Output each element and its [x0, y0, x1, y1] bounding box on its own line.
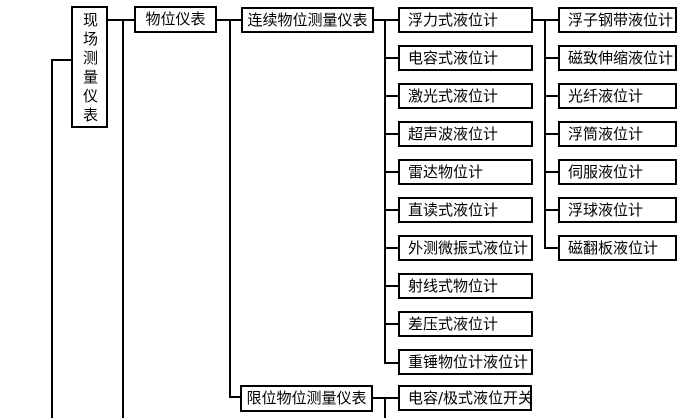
node-heavy-hammer-level-gauge: 重锤物位计液位计 — [398, 349, 533, 375]
connector-continuous-children-trunk — [384, 19, 386, 364]
connector-stub — [384, 209, 398, 211]
node-buoyancy-level-gauge: 浮力式液位计 — [398, 7, 533, 33]
connector-stub — [544, 247, 558, 249]
connector-level-children-trunk — [229, 19, 231, 398]
connector-root-children-trunk — [122, 19, 124, 418]
node-laser-level-gauge: 激光式液位计 — [398, 83, 533, 109]
connector-limit-children-trunk — [384, 397, 386, 418]
node-magnetic-flap-level-gauge: 磁翻板液位计 — [558, 235, 677, 261]
node-field-measurement-instruments: 现场测量仪表 — [71, 6, 108, 128]
node-float-ball-level-gauge: 浮球液位计 — [558, 197, 677, 223]
node-capacitance-level-gauge: 电容式液位计 — [398, 45, 533, 71]
connector-root-left-elbow — [51, 59, 71, 61]
connector-stub — [384, 323, 398, 325]
connector-stub — [384, 285, 398, 287]
node-differential-pressure-level-gauge: 差压式液位计 — [398, 311, 533, 337]
connector-stub — [544, 133, 558, 135]
connector-to-limit-group — [229, 396, 240, 398]
node-level-instruments: 物位仪表 — [134, 6, 217, 33]
connector-stub — [384, 171, 398, 173]
node-servo-level-gauge: 伺服液位计 — [558, 159, 677, 185]
connector-stub — [384, 57, 398, 59]
node-external-micro-vibration-level-gauge: 外测微振式液位计 — [398, 235, 533, 261]
connector-stub — [544, 171, 558, 173]
node-radiation-level-gauge: 射线式物位计 — [398, 273, 533, 299]
connector-stub — [384, 133, 398, 135]
node-displacer-level-gauge: 浮筒液位计 — [558, 121, 677, 147]
connector-stub — [544, 209, 558, 211]
connector-root-left-trunk — [51, 59, 53, 418]
connector-root-to-level — [108, 19, 134, 21]
node-ultrasonic-level-gauge: 超声波液位计 — [398, 121, 533, 147]
node-direct-reading-level-gauge: 直读式液位计 — [398, 197, 533, 223]
connector-continuous-to-first-child — [374, 19, 398, 21]
node-magnetostrictive-level-gauge: 磁致伸缩液位计 — [558, 45, 677, 71]
node-continuous-level-measurement: 连续物位测量仪表 — [241, 7, 374, 33]
node-capacitance-electrode-level-switch: 电容/极式液位开关 — [398, 385, 533, 411]
connector-stub — [544, 57, 558, 59]
connector-stub — [384, 95, 398, 97]
connector-stub — [384, 362, 398, 364]
node-optical-fiber-level-gauge: 光纤液位计 — [558, 83, 677, 109]
connector-stub — [544, 95, 558, 97]
node-float-steel-band-level-gauge: 浮子钢带液位计 — [558, 7, 677, 33]
node-radar-level-gauge: 雷达物位计 — [398, 159, 533, 185]
node-limit-level-measurement: 限位物位测量仪表 — [240, 385, 373, 412]
connector-stub — [384, 247, 398, 249]
